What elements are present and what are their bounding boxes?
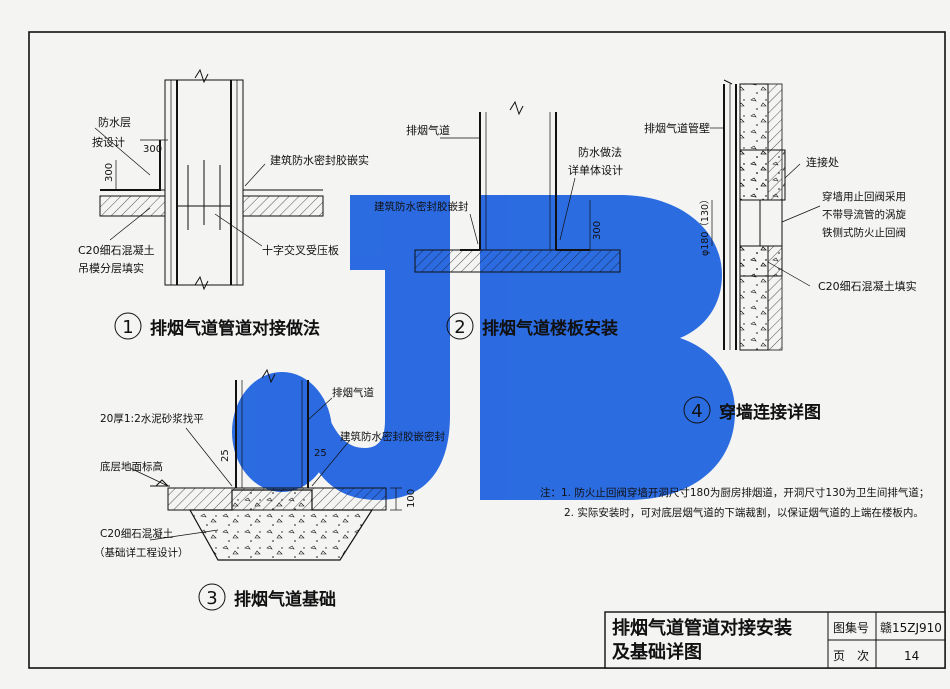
- page-label: 页 次: [833, 649, 869, 663]
- title-block-title-1: 排烟气道管道对接安装: [612, 617, 792, 639]
- detail-1-drawing: [94, 68, 324, 291]
- d1-number: 1: [122, 317, 133, 338]
- d4-valve-label-a: 穿墙用止回阀采用: [822, 190, 906, 203]
- d2-number-circle: [446, 312, 474, 340]
- d4-fill-label: C20细石混凝土填实: [818, 279, 917, 293]
- d3-dim-25-left: 25: [220, 449, 231, 462]
- d4-number: 4: [691, 401, 702, 422]
- d4-joint-label: 连接处: [806, 156, 839, 169]
- d2-number: 2: [454, 317, 465, 338]
- d4-diameter-dim: φ180（130）: [699, 194, 711, 256]
- d4-valve-label-b: 不带导流管的涡旋: [822, 208, 906, 221]
- detail-2-drawing: [414, 100, 621, 273]
- d3-number: 3: [206, 588, 217, 609]
- d1-fill-label-a: C20细石混凝土: [78, 243, 155, 257]
- sheet-border: [28, 31, 946, 669]
- d1-cross-plate-label: 十字交叉受压板: [262, 243, 339, 257]
- d1-fill-label-b: 吊模分层填实: [78, 261, 144, 275]
- d3-title: 排烟气道基础: [234, 589, 336, 610]
- d1-sealant-label: 建筑防水密封胶嵌实: [270, 153, 369, 167]
- note-line-2: 2. 实际安装时，可对底层烟气道的下端裁割，以保证烟气道的上端在楼板内。: [564, 506, 924, 519]
- d1-dim-300-side: 300: [104, 163, 115, 182]
- title-block-title-2: 及基础详图: [612, 641, 702, 663]
- d3-ground-label: 底层地面标高: [100, 460, 163, 473]
- d1-title: 排烟气道管道对接做法: [150, 318, 320, 339]
- title-block: [604, 611, 946, 669]
- detail-3-drawing: [129, 368, 402, 561]
- d3-foundation-label: （基础详工程设计）: [94, 546, 189, 559]
- d3-dim-100: 100: [406, 489, 417, 508]
- note-line-1: 注：1. 防火止回阀穿墙开洞尺寸180为厨房排烟道，开洞尺寸130为卫生间排气道…: [540, 486, 929, 499]
- d2-sealant-label: 建筑防水密封胶嵌封: [374, 200, 469, 213]
- d2-wp-label-a: 防水做法: [578, 145, 622, 159]
- d4-title: 穿墙连接详图: [719, 402, 821, 423]
- d3-screed-label: 20厚1:2水泥砂浆找平: [100, 412, 204, 425]
- d3-sealant-label: 建筑防水密封胶嵌密封: [340, 430, 445, 443]
- d4-pipe-wall-label: 排烟气道管壁: [644, 121, 710, 135]
- d1-dim-300-top: 300: [143, 144, 162, 155]
- d3-dim-25-right: 25: [314, 448, 327, 459]
- atlas-number-label: 图集号: [833, 620, 869, 635]
- d3-flue-label: 排烟气道: [332, 386, 374, 399]
- d3-concrete-label: C20细石混凝土: [100, 527, 173, 540]
- atlas-number-value: 赣15ZJ910: [880, 621, 942, 635]
- d4-valve-label-c: 铁侧式防火止回阀: [822, 226, 906, 239]
- d1-number-circle: [114, 312, 142, 340]
- detail-4-drawing: [710, 79, 821, 351]
- page-number: 14: [904, 649, 919, 663]
- d2-flue-label: 排烟气道: [406, 123, 450, 137]
- d3-number-circle: [198, 583, 226, 611]
- d2-title: 排烟气道楼板安装: [482, 318, 618, 339]
- d1-per-design-label: 按设计: [92, 135, 125, 149]
- d2-dim-300: 300: [592, 221, 603, 240]
- d2-wp-label-b: 详单体设计: [568, 163, 623, 177]
- d4-number-circle: [683, 396, 711, 424]
- d1-waterproof-label: 防水层: [98, 115, 131, 129]
